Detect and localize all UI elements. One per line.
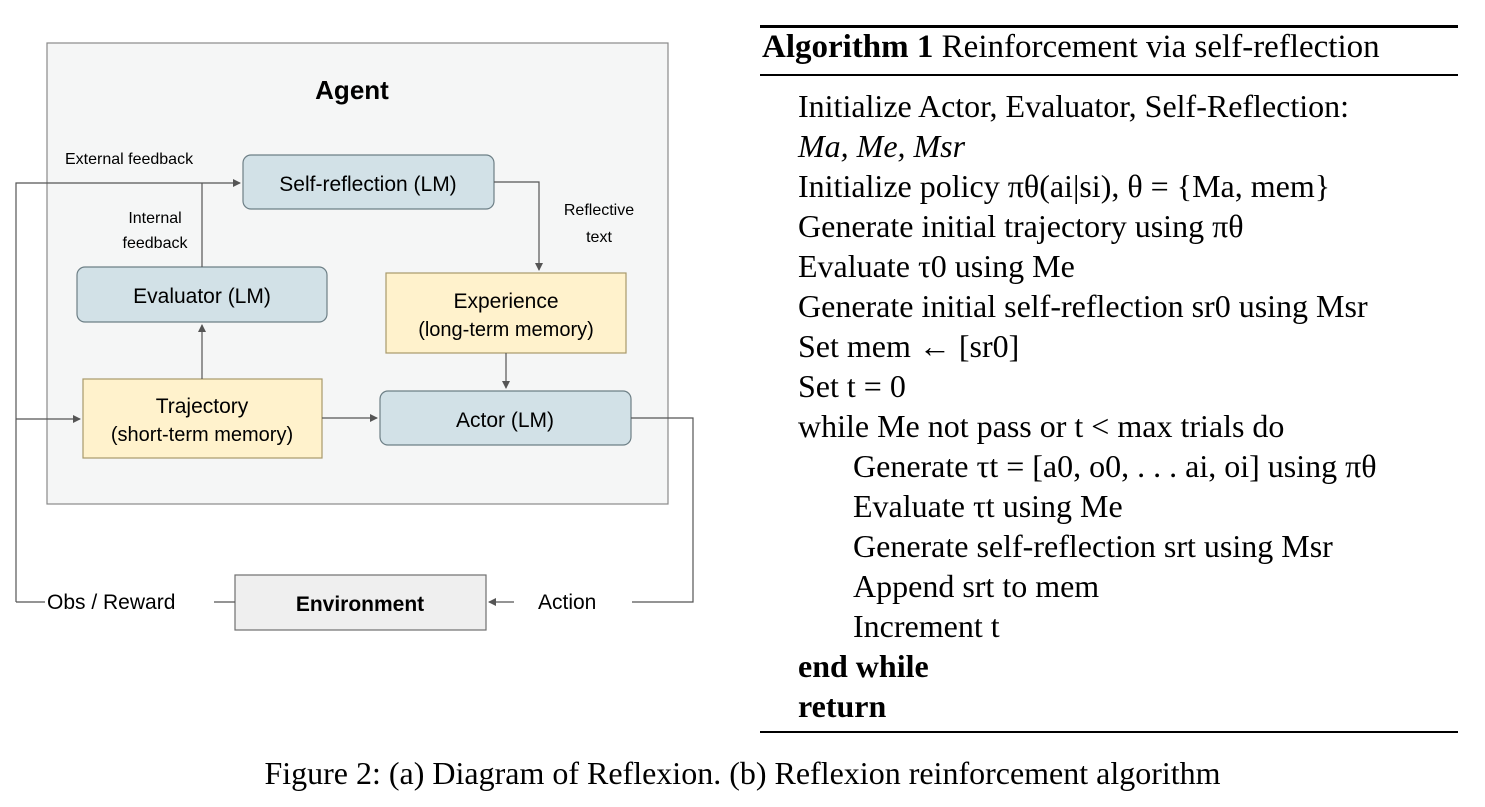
algo-line-14: Increment t xyxy=(853,608,1000,644)
actor-to-action-line xyxy=(631,417,694,603)
algorithm-title: Algorithm 1 Reinforcement via self-refle… xyxy=(762,29,1380,66)
algorithm-top-rule xyxy=(760,25,1458,28)
algo-line-10: Generate τt = [a0, o0, . . . ai, oi] usi… xyxy=(853,448,1377,484)
self-reflection-label: Self-reflection (LM) xyxy=(279,173,456,196)
experience-label: Experience xyxy=(453,290,558,313)
algo-line-11: Evaluate τt using Me xyxy=(853,488,1123,524)
algorithm-number: Algorithm 1 xyxy=(762,29,934,65)
algorithm-bottom-rule xyxy=(760,731,1458,733)
algo-line-12: Generate self-reflection srt using Msr xyxy=(853,528,1333,564)
algo-line-15: end while xyxy=(798,648,929,684)
obs-reward-label: Obs / Reward xyxy=(47,591,175,614)
environment-label: Environment xyxy=(296,593,424,616)
algo-line-3: Initialize policy πθ(ai|si), θ = {Ma, me… xyxy=(798,168,1331,204)
experience-box xyxy=(385,272,627,354)
algo-line-2: Ma, Me, Msr xyxy=(798,128,966,164)
external-feedback-label: External feedback xyxy=(65,151,194,168)
agent-label: Agent xyxy=(315,75,389,105)
external-feedback-arrow xyxy=(15,179,241,602)
algo-line-4: Generate initial trajectory using πθ xyxy=(798,208,1244,244)
algorithm-header-rule xyxy=(760,74,1458,76)
figure-caption: Figure 2: (a) Diagram of Reflexion. (b) … xyxy=(264,755,1221,791)
algorithm-name: Reinforcement via self-reflection xyxy=(941,29,1380,65)
internal-feedback-label: Internal xyxy=(128,210,181,227)
experience-sublabel: (long-term memory) xyxy=(418,319,594,341)
algo-line-16: return xyxy=(798,688,887,724)
algo-line-7: Set mem ← [sr0] xyxy=(798,328,1020,364)
actor-label: Actor (LM) xyxy=(456,409,554,432)
reflective-text-label-2: text xyxy=(586,229,612,246)
internal-feedback-label-2: feedback xyxy=(123,235,189,252)
reflective-text-label: Reflective xyxy=(564,202,634,219)
environment-box xyxy=(234,574,487,631)
evaluator-label: Evaluator (LM) xyxy=(133,285,271,308)
algo-line-5: Evaluate τ0 using Me xyxy=(798,248,1075,284)
algo-line-9: while Me not pass or t < max trials do xyxy=(798,408,1285,444)
reflexion-diagram: Agent Self-reflection (LM) Evaluator (LM… xyxy=(15,42,694,631)
algo-line-6: Generate initial self-reflection sr0 usi… xyxy=(798,288,1368,324)
algo-line-8: Set t = 0 xyxy=(798,368,906,404)
connectors xyxy=(15,179,694,606)
algo-line-13: Append srt to mem xyxy=(853,568,1100,604)
trajectory-sublabel: (short-term memory) xyxy=(111,424,293,446)
action-label: Action xyxy=(538,591,596,614)
reflective-text-arrow xyxy=(494,181,543,271)
algo-line-1: Initialize Actor, Evaluator, Self-Reflec… xyxy=(798,88,1350,124)
trajectory-label: Trajectory xyxy=(156,395,249,418)
trajectory-box xyxy=(82,378,323,459)
